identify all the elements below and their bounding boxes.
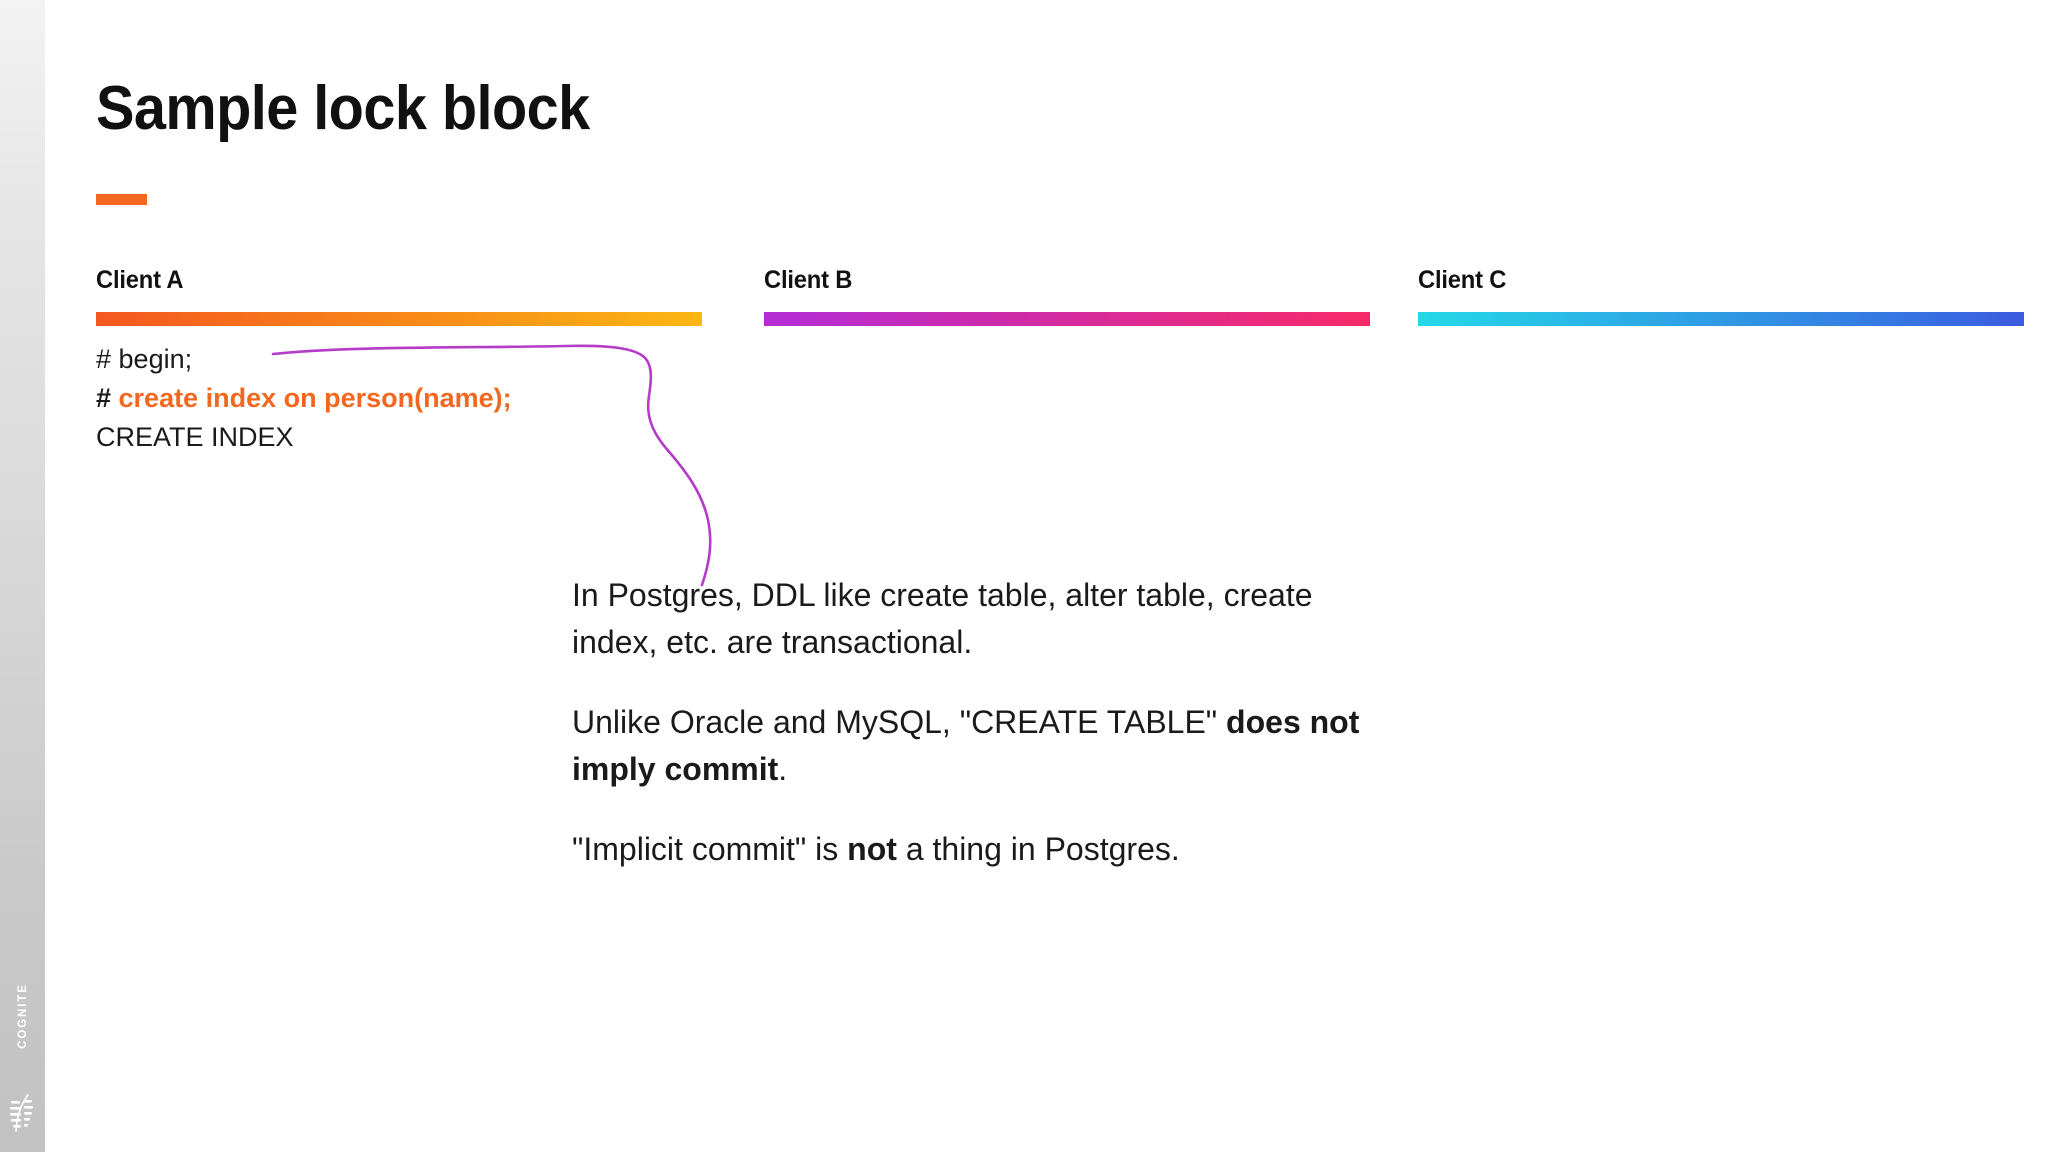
client-a-console-transcript: # begin;# create index on person(name);C… (96, 340, 716, 457)
callout-run-2-1: not (847, 831, 897, 867)
client-a-gradient-bar (96, 312, 702, 326)
console-text-1: create index on person(name); (118, 383, 512, 413)
client-c-label: Client C (1418, 266, 1507, 294)
callout-run-0-0: In Postgres, DDL like create table, alte… (572, 577, 1313, 660)
console-line-1: # create index on person(name); (96, 379, 716, 418)
console-prompt-1: # (96, 383, 119, 413)
title-accent-bar (96, 194, 147, 205)
cognite-wordmark: COGNITE (17, 983, 29, 1049)
console-line-0: # begin; (96, 340, 716, 379)
client-b-label: Client B (764, 266, 853, 294)
client-column-b: Client B (764, 266, 1370, 326)
client-b-gradient-bar (764, 312, 1370, 326)
client-column-a: Client A (96, 266, 702, 326)
callout-run-1-2: . (778, 751, 788, 787)
callout-paragraph-0: In Postgres, DDL like create table, alte… (572, 572, 1402, 666)
callout-run-2-2: a thing in Postgres. (896, 831, 1180, 867)
client-c-gradient-bar (1418, 312, 2024, 326)
callout-run-1-0: Unlike Oracle and MySQL, "CREATE TABLE" (572, 704, 1227, 740)
brand-rail: COGNITE (0, 0, 45, 1152)
annotation-callout-text: In Postgres, DDL like create table, alte… (572, 572, 1402, 873)
console-prompt-0: # (96, 344, 119, 374)
slide-canvas: Sample lock block Client A Client B Clie… (45, 0, 2048, 1152)
client-column-c: Client C (1418, 266, 2024, 326)
callout-paragraph-1: Unlike Oracle and MySQL, "CREATE TABLE" … (572, 699, 1402, 793)
page-title: Sample lock block (96, 74, 590, 143)
callout-run-2-0: "Implicit commit" is (572, 831, 848, 867)
callout-run-1-1: does not imply commit (572, 704, 1360, 787)
callout-paragraph-2: "Implicit commit" is not a thing in Post… (572, 826, 1402, 873)
client-a-label: Client A (96, 266, 184, 294)
cognite-leaf-logo-icon (10, 1094, 33, 1132)
console-text-2: CREATE INDEX (96, 422, 294, 452)
console-text-0: begin; (118, 344, 193, 374)
console-line-2: CREATE INDEX (96, 418, 716, 457)
